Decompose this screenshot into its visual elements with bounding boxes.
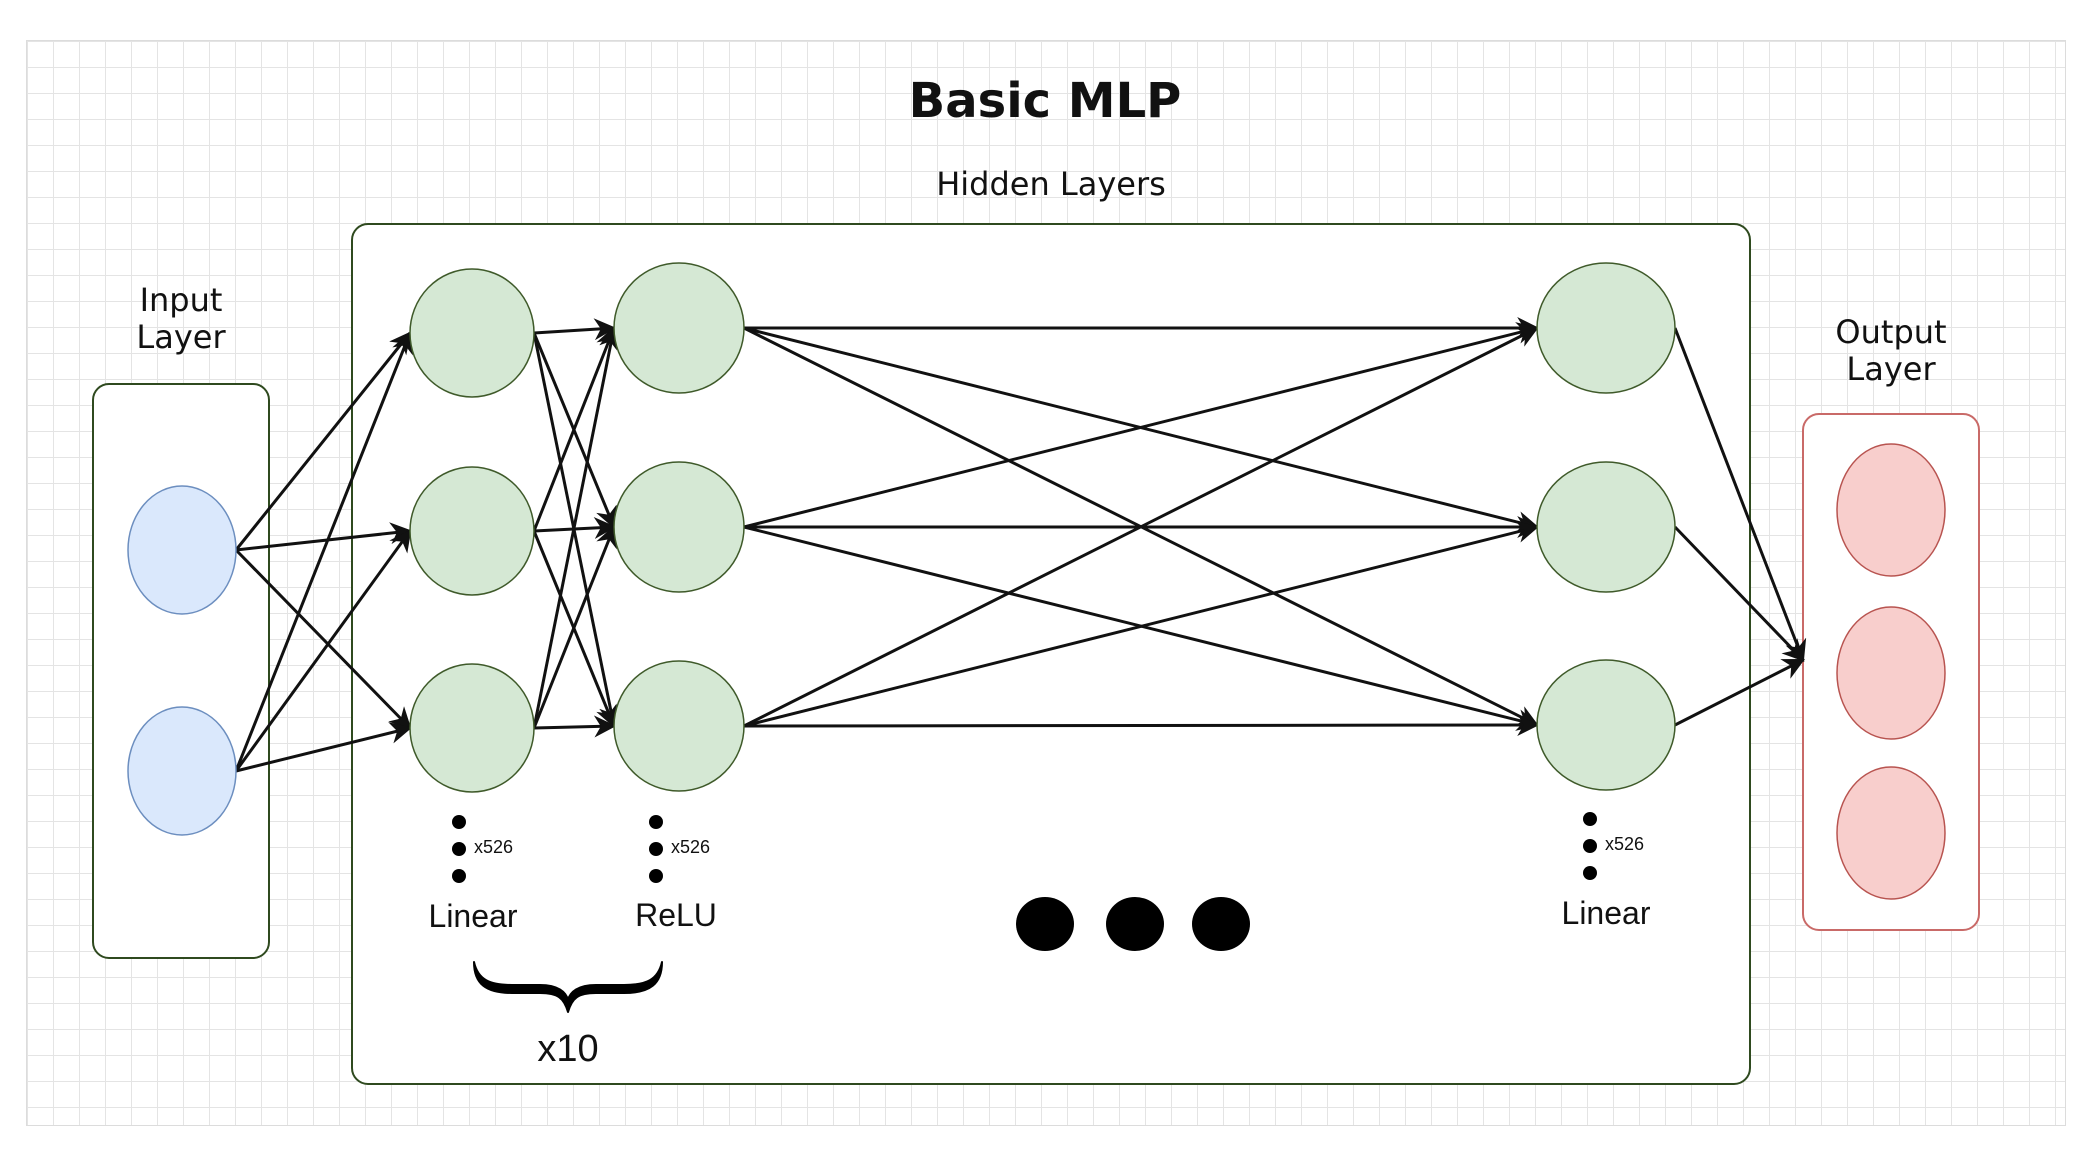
input-layer-container bbox=[92, 383, 270, 959]
layer-type-linear: Linear bbox=[428, 898, 518, 934]
connection-arrow bbox=[1673, 327, 1807, 663]
connection-arrow bbox=[234, 331, 412, 551]
multiplier-final-linear: x526 bbox=[1605, 834, 1645, 854]
connection-arrow bbox=[532, 325, 621, 729]
connection-arrow bbox=[235, 522, 413, 552]
output-layer-label: Output Layer bbox=[1835, 313, 1947, 388]
connection-arrow bbox=[234, 548, 412, 730]
connection-arrow bbox=[234, 330, 413, 772]
connection-arrow bbox=[234, 529, 412, 772]
output-neuron bbox=[1836, 606, 1946, 740]
output-neuron bbox=[1836, 766, 1946, 900]
ellipsis-dots-final-linear bbox=[1583, 812, 1597, 880]
relu-neuron bbox=[613, 461, 745, 593]
connection-arrow bbox=[743, 322, 1540, 529]
final-linear-neuron bbox=[1536, 461, 1676, 593]
layer-type-relu: ReLU bbox=[635, 897, 717, 933]
connection-arrow bbox=[743, 714, 1540, 737]
connection-arrow bbox=[235, 722, 413, 773]
connection-arrow bbox=[743, 326, 1539, 728]
connections bbox=[234, 317, 1807, 773]
repeat-label: x10 bbox=[537, 1028, 599, 1070]
layer-type-final-linear: Linear bbox=[1561, 895, 1651, 931]
final-linear-neuron bbox=[1536, 659, 1676, 791]
connection-arrow bbox=[743, 521, 1540, 728]
input-layer-label: Input Layer bbox=[136, 281, 226, 356]
hidden-layers-container bbox=[351, 223, 1751, 1085]
relu-neuron bbox=[613, 660, 745, 792]
hidden-layers-label: Hidden Layers bbox=[936, 165, 1166, 203]
multiplier-relu: x526 bbox=[671, 837, 711, 857]
connection-arrow bbox=[532, 325, 617, 532]
input-neuron bbox=[127, 706, 237, 836]
repeat-brace bbox=[473, 961, 663, 1013]
more-layers-ellipsis bbox=[1016, 897, 1250, 951]
linear-neuron bbox=[409, 466, 535, 596]
connection-arrow bbox=[532, 524, 617, 729]
input-neuron bbox=[127, 485, 237, 615]
diagram-title: Basic MLP bbox=[908, 73, 1182, 129]
connection-arrow bbox=[1673, 525, 1805, 662]
multiplier-linear: x526 bbox=[474, 837, 514, 857]
ellipsis-dots-linear bbox=[452, 815, 466, 883]
linear-neuron bbox=[409, 663, 535, 793]
relu-neuron bbox=[613, 262, 745, 394]
connection-arrow bbox=[533, 715, 617, 738]
ellipsis-dots-relu bbox=[649, 815, 663, 883]
connection-arrow bbox=[1674, 658, 1805, 727]
linear-neuron bbox=[409, 268, 535, 398]
final-linear-neuron bbox=[1536, 262, 1676, 394]
output-neuron bbox=[1836, 443, 1946, 577]
neurons bbox=[127, 262, 1946, 900]
